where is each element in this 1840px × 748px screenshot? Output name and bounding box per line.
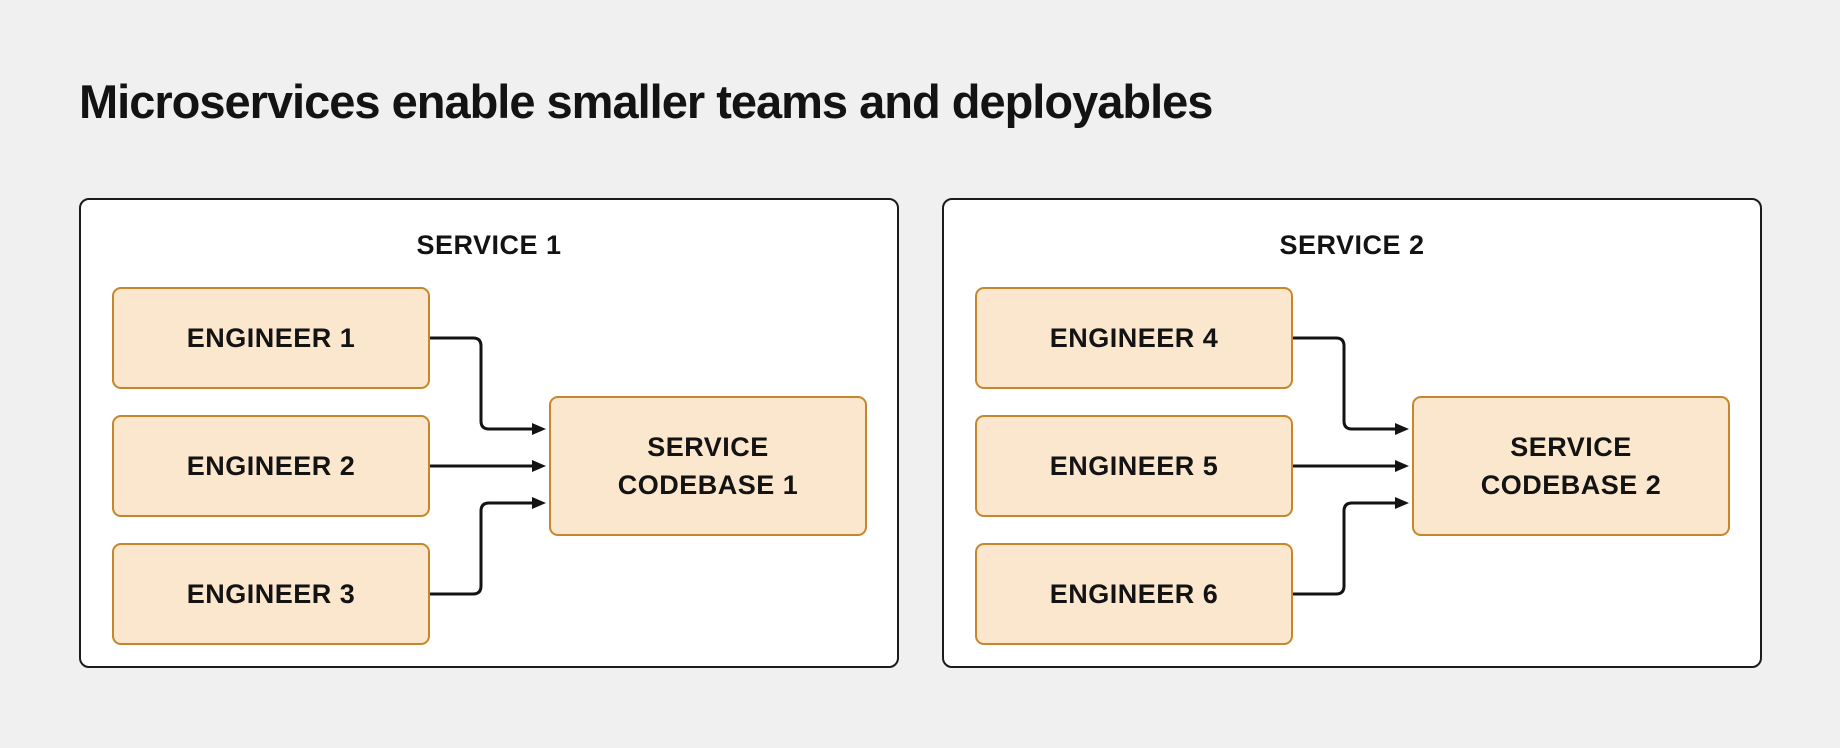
- engineer-label: ENGINEER 1: [186, 322, 356, 353]
- arrow-engineer6-to-codebase: [1293, 497, 1409, 596]
- engineer-box: ENGINEER 4: [975, 287, 1293, 389]
- codebase-box: SERVICE CODEBASE 2: [1412, 396, 1730, 536]
- engineer-label: ENGINEER 2: [186, 450, 356, 481]
- codebase-label: SERVICE CODEBASE 1: [617, 432, 799, 500]
- service-panel-1: SERVICE 1 ENGINEER 1 ENGINEER 2 ENGINEER…: [79, 198, 899, 668]
- engineer-box: ENGINEER 5: [975, 415, 1293, 517]
- page-title: Microservices enable smaller teams and d…: [79, 75, 1213, 128]
- engineer-label: ENGINEER 4: [1049, 322, 1219, 353]
- codebase-box: SERVICE CODEBASE 1: [549, 396, 867, 536]
- codebase-label: SERVICE CODEBASE 2: [1480, 432, 1662, 500]
- engineer-label: ENGINEER 6: [1049, 578, 1219, 609]
- panel-title: SERVICE 2: [1279, 230, 1425, 260]
- engineer-box: ENGINEER 3: [112, 543, 430, 645]
- engineer-box: ENGINEER 6: [975, 543, 1293, 645]
- arrow-engineer1-to-codebase: [430, 336, 546, 435]
- service-panel-2: SERVICE 2 ENGINEER 4 ENGINEER 5 ENGINEER…: [942, 198, 1762, 668]
- engineer-box: ENGINEER 1: [112, 287, 430, 389]
- arrow-engineer4-to-codebase: [1293, 336, 1409, 435]
- engineer-label: ENGINEER 5: [1049, 450, 1219, 481]
- arrow-engineer3-to-codebase: [430, 497, 546, 596]
- engineer-label: ENGINEER 3: [186, 578, 356, 609]
- engineer-box: ENGINEER 2: [112, 415, 430, 517]
- panel-title: SERVICE 1: [416, 230, 562, 260]
